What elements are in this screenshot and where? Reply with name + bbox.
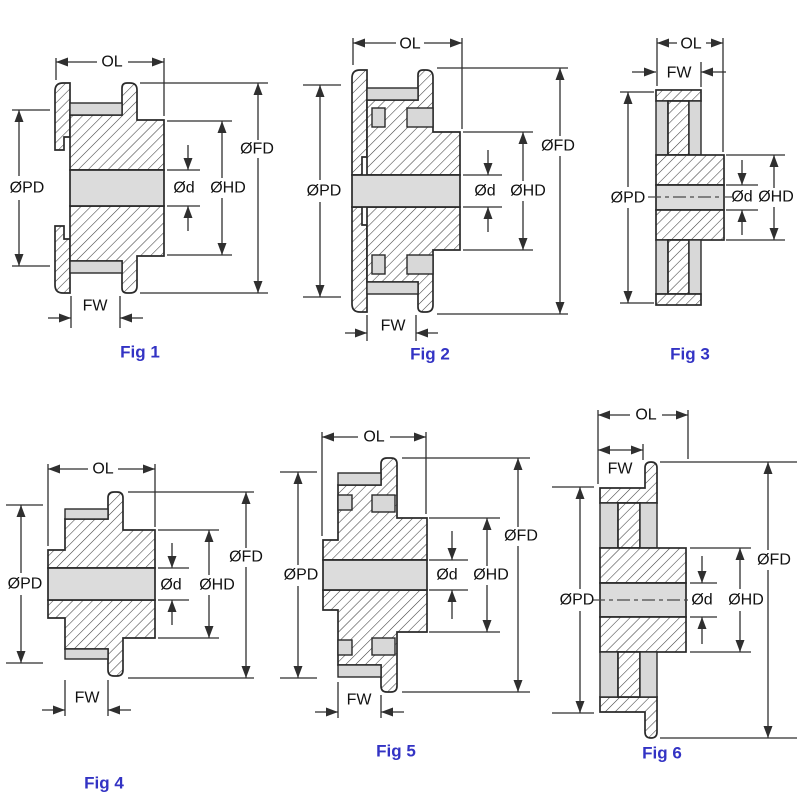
fig5-label-ol: OL [363, 429, 384, 446]
fig3-tooth-band [688, 239, 702, 295]
fig4-belt-groove-upper [64, 508, 109, 520]
fig1-caption: Fig 1 [120, 343, 160, 362]
fig3-label-d: Ød [731, 189, 752, 206]
fig5-recess-pocket [337, 494, 353, 511]
fig6-tooth-band [599, 502, 619, 549]
fig6-tooth-band [599, 651, 619, 698]
fig4-caption: Fig 4 [84, 774, 124, 793]
fig6-tooth-band [639, 651, 658, 698]
fig3-hub-block-upper [655, 154, 725, 186]
fig6-label-fw: FW [608, 461, 634, 478]
fig6-hub-block-lower [599, 616, 687, 653]
fig3-label-fw: FW [667, 65, 693, 82]
fig2-bore [351, 174, 461, 208]
fig4-label-ol: OL [92, 461, 113, 478]
fig1-label-fw: FW [83, 298, 109, 315]
fig2-belt-groove-lower [366, 281, 419, 295]
fig2-recess-pocket [371, 254, 386, 275]
fig2-recess-pocket [371, 107, 386, 128]
fig2-label-ol: OL [399, 36, 420, 53]
fig6-web-upper [617, 502, 641, 549]
fig4-label-pd: ØPD [8, 576, 43, 593]
fig2-recess-pocket [406, 107, 434, 128]
fig2-belt-groove-upper [366, 87, 419, 101]
fig2-label-hd: ØHD [510, 183, 546, 200]
fig3-tooth-band [688, 100, 702, 156]
fig5-caption: Fig 5 [376, 742, 416, 761]
fig2-label-fd: ØFD [541, 138, 575, 155]
fig2-recess-pocket [406, 254, 434, 275]
fig4-body-lower [47, 599, 156, 677]
fig3-drawing: OL FW ØPD Ød ØHD Fig 3 [611, 36, 794, 364]
fig4-belt-groove-lower [64, 648, 109, 660]
fig6-label-ol: OL [635, 407, 656, 424]
fig3-label-ol: OL [680, 36, 701, 53]
fig6-caption: Fig 6 [642, 744, 682, 763]
fig6-label-fd: ØFD [757, 552, 791, 569]
fig5-bore [322, 559, 428, 591]
fig5-recess-pocket [371, 637, 396, 656]
fig1-label-ol: OL [101, 54, 122, 71]
fig6-rim-flange-upper [599, 461, 658, 504]
fig3-caption: Fig 3 [670, 345, 710, 364]
fig5-drawing: OL ØPD ØFD ØHD Ød FW Fig 5 [280, 429, 538, 761]
fig2-caption: Fig 2 [410, 345, 450, 364]
fig1-left-flange-upper [54, 82, 71, 151]
fig4-label-d: Ød [160, 577, 181, 594]
fig6-label-hd: ØHD [728, 592, 764, 609]
fig3-rim-cap-upper [655, 89, 702, 102]
fig3-tooth-band [655, 239, 669, 295]
fig2-label-d: Ød [474, 183, 495, 200]
fig6-hub-block-upper [599, 547, 687, 584]
fig4-label-hd: ØHD [199, 577, 235, 594]
fig1-bore [69, 169, 165, 207]
fig1-belt-groove-upper [69, 102, 123, 116]
fig3-label-pd: ØPD [611, 190, 646, 207]
fig1-label-pd: ØPD [10, 180, 45, 197]
fig5-recess-pocket [337, 639, 353, 656]
fig6-label-pd: ØPD [560, 592, 595, 609]
fig5-recess-pocket [371, 494, 396, 513]
fig2-label-pd: ØPD [307, 183, 342, 200]
fig3-web-upper [667, 100, 690, 156]
fig1-body-upper [69, 82, 165, 171]
fig2-label-fw: FW [381, 318, 407, 335]
fig1-label-hd: ØHD [210, 180, 246, 197]
fig2-drawing: OL ØPD ØFD ØHD Ød FW Fig 2 [303, 36, 575, 364]
fig1-left-flange-lower [54, 225, 71, 294]
fig1-label-fd: ØFD [240, 141, 274, 158]
fig5-label-d: Ød [436, 567, 457, 584]
fig6-drawing: OL FW ØPD ØFD ØHD Ød Fig 6 [552, 407, 797, 763]
fig2-left-flange-lower [351, 206, 368, 313]
fig1-body-lower [69, 205, 165, 294]
fig1-belt-groove-lower [69, 260, 123, 274]
fig6-label-d: Ød [691, 592, 712, 609]
fig4-label-fd: ØFD [229, 549, 263, 566]
fig5-belt-groove-lower [337, 664, 382, 678]
fig6-web-lower [617, 651, 641, 698]
fig5-label-hd: ØHD [473, 567, 509, 584]
fig4-body-upper [47, 491, 156, 569]
fig6-rim-flange-lower [599, 696, 658, 739]
fig3-rim-cap-lower [655, 293, 702, 306]
fig1-label-d: Ød [173, 180, 194, 197]
fig5-label-pd: ØPD [284, 567, 319, 584]
fig4-drawing: OL ØPD ØFD ØHD Ød FW Fig 4 [6, 461, 263, 793]
fig5-belt-groove-upper [337, 472, 382, 486]
fig3-label-hd: ØHD [758, 189, 794, 206]
fig1-drawing: OL ØPD ØFD ØHD Ød FW Fig 1 [10, 54, 274, 362]
fig6-tooth-band [639, 502, 658, 549]
fig3-tooth-band [655, 100, 669, 156]
fig5-label-fw: FW [347, 692, 373, 709]
fig4-label-fw: FW [75, 690, 101, 707]
fig2-left-flange-upper [351, 69, 368, 176]
fig5-label-fd: ØFD [504, 528, 538, 545]
fig3-web-lower [667, 239, 690, 295]
fig4-bore [47, 567, 156, 601]
fig3-hub-block-lower [655, 209, 725, 241]
